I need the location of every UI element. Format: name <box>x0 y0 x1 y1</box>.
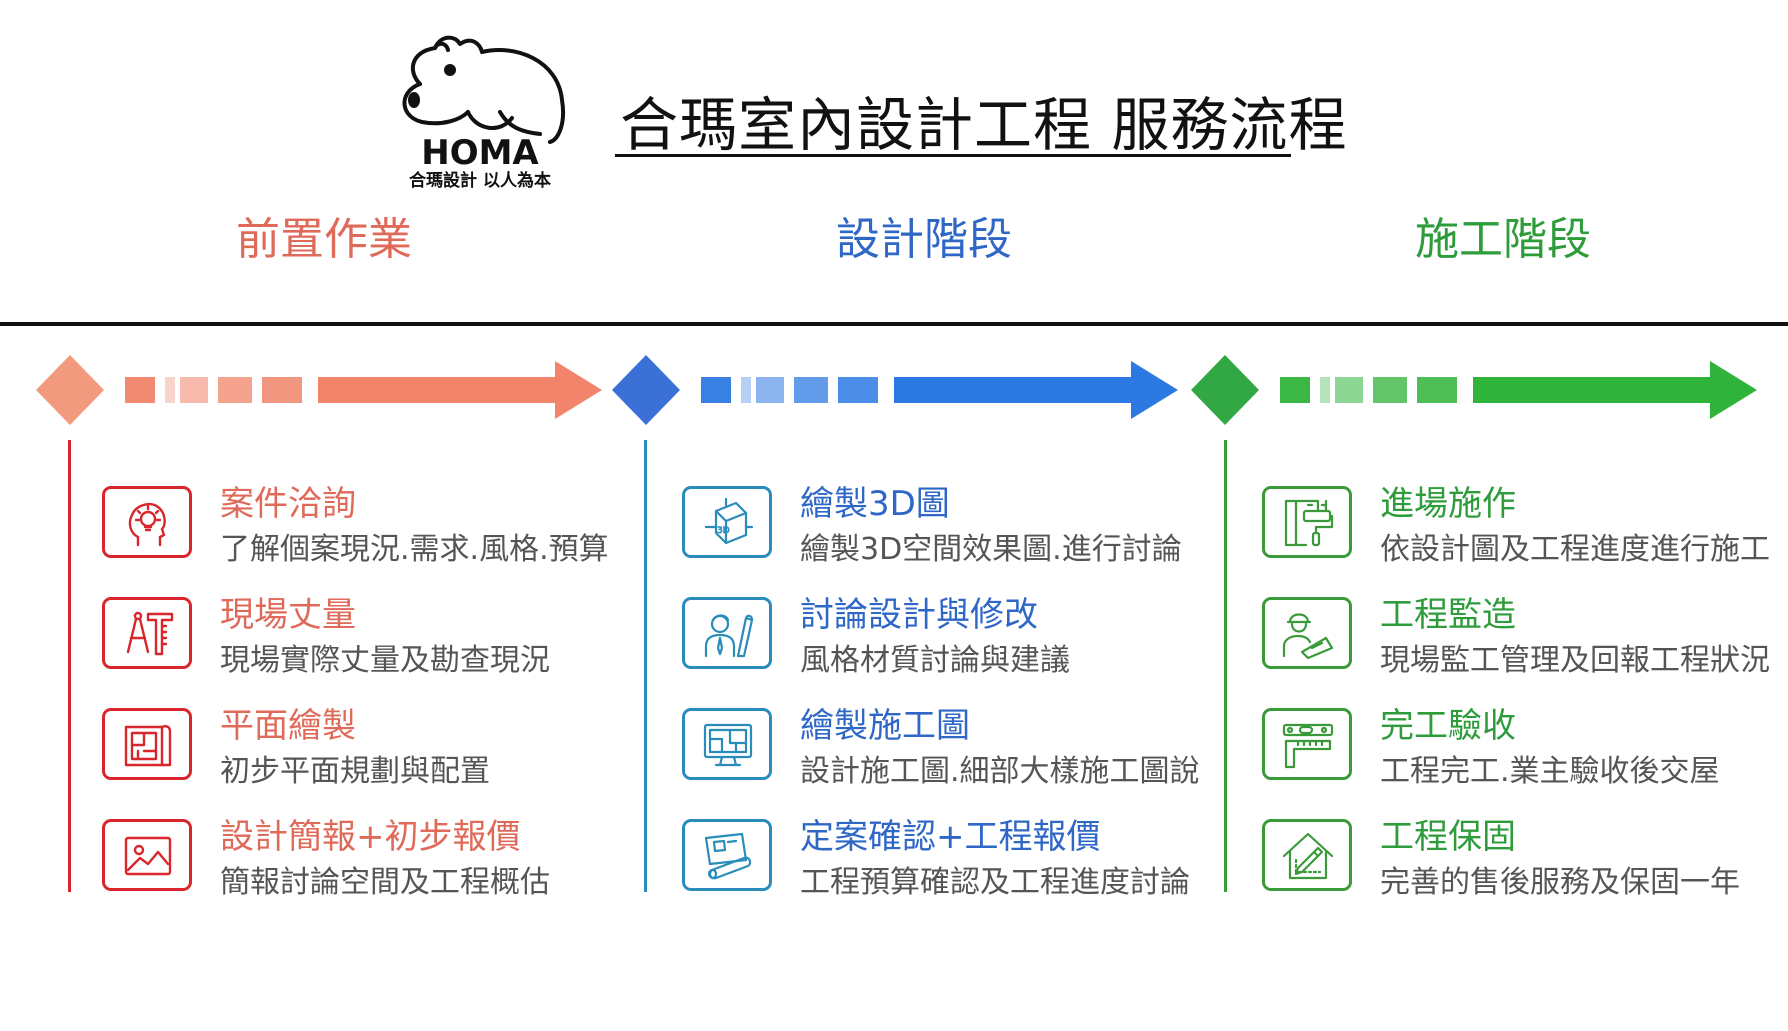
phase-diamond-icon <box>612 355 680 425</box>
step-construction-supervision: 工程監造 現場監工管理及回報工程狀況 <box>1262 595 1788 697</box>
step-icon-box <box>682 708 772 780</box>
phase-line-preparation <box>68 440 71 892</box>
step-design-discussion: 討論設計與修改 風格材質討論與建議 <box>682 595 1242 697</box>
house-pencil-icon <box>1282 832 1334 880</box>
process-timeline <box>36 355 1757 425</box>
step-on-site-construction: 進場施作 依設計圖及工程進度進行施工 <box>1262 484 1788 586</box>
phase-diamond-icon <box>1191 355 1259 425</box>
step-icon-box <box>102 819 192 891</box>
header-divider <box>0 322 1788 326</box>
step-description: 風格材質討論與建議 <box>800 643 1070 678</box>
step-title: 工程監造 <box>1380 595 1516 635</box>
step-title: 工程保固 <box>1380 817 1516 857</box>
step-completion-inspection: 完工驗收 工程完工.業主驗收後交屋 <box>1262 706 1788 808</box>
image-icon <box>124 836 172 876</box>
step-icon-box <box>682 819 772 891</box>
timeline-segment-preparation <box>36 355 602 425</box>
step-description: 依設計圖及工程進度進行施工 <box>1380 532 1770 567</box>
step-title: 討論設計與修改 <box>800 595 1038 635</box>
timeline-segment-construction <box>1191 355 1757 425</box>
step-icon-box <box>682 597 772 669</box>
step-description: 現場實際丈量及勘查現況 <box>220 643 550 678</box>
phase-title-design: 設計階段 <box>836 214 1012 265</box>
step-title: 繪製施工圖 <box>800 706 970 746</box>
page-title: 合瑪室內設計工程 服務流程 <box>620 91 1348 159</box>
step-icon-box <box>102 597 192 669</box>
step-icon-box <box>1262 708 1352 780</box>
phase-diamond-icon <box>36 355 104 425</box>
step-title: 進場施作 <box>1380 484 1516 524</box>
arrow-head-icon <box>1710 361 1757 419</box>
step-icon-box <box>1262 597 1352 669</box>
step-design-presentation: 設計簡報+初步報價 簡報討論空間及工程概估 <box>102 817 662 919</box>
timeline-segment-design <box>612 355 1178 425</box>
phase-title-preparation: 前置作業 <box>236 214 412 265</box>
step-description: 初步平面規劃與配置 <box>220 754 490 789</box>
step-description: 簡報討論空間及工程概估 <box>220 865 550 900</box>
svg-text:HOMA: HOMA <box>421 133 539 172</box>
step-title: 案件洽詢 <box>220 484 356 524</box>
worker-supervisor-icon <box>1282 613 1334 660</box>
step-site-measurement: 現場丈量 現場實際丈量及勘查現況 <box>102 595 662 697</box>
step-final-confirmation: 定案確認+工程報價 工程預算確認及工程進度討論 <box>682 817 1242 919</box>
paint-roller-icon <box>1284 499 1334 547</box>
step-icon-box <box>102 486 192 558</box>
monitor-drawing-icon <box>703 723 753 767</box>
title-underline <box>615 154 1291 157</box>
3d-cube-icon: 3D <box>704 497 754 545</box>
step-description: 設計施工圖.細部大樣施工圖說 <box>800 754 1200 789</box>
arrow-head-icon <box>555 361 602 419</box>
step-construction-drawing: 繪製施工圖 設計施工圖.細部大樣施工圖說 <box>682 706 1242 808</box>
svg-text:3D: 3D <box>717 526 730 536</box>
designer-blueprint-icon <box>704 614 754 658</box>
logo-caption: 合瑪設計 以人為本 <box>409 171 551 191</box>
step-description: 繪製3D空間效果圖.進行討論 <box>800 532 1182 567</box>
phase-line-construction <box>1224 440 1227 892</box>
step-title: 平面繪製 <box>220 706 356 746</box>
step-description: 工程預算確認及工程進度討論 <box>800 865 1190 900</box>
hippo-logo-icon: HOMA <box>402 35 565 173</box>
phase-title-construction: 施工階段 <box>1415 214 1591 265</box>
step-description: 現場監工管理及回報工程狀況 <box>1380 643 1770 678</box>
step-title: 定案確認+工程報價 <box>800 817 1101 857</box>
floor-plan-icon <box>124 725 172 767</box>
step-title: 現場丈量 <box>220 595 356 635</box>
homa-logo: HOMA <box>380 22 580 192</box>
phase-line-design <box>644 440 647 892</box>
blueprint-roll-icon <box>704 832 752 880</box>
step-description: 工程完工.業主驗收後交屋 <box>1380 754 1720 789</box>
step-description: 完善的售後服務及保固一年 <box>1380 865 1740 900</box>
step-3d-rendering: 3D 繪製3D圖 繪製3D空間效果圖.進行討論 <box>682 484 1242 586</box>
step-title: 完工驗收 <box>1380 706 1516 746</box>
step-case-inquiry: 案件洽詢 了解個案現況.需求.風格.預算 <box>102 484 662 586</box>
step-description: 了解個案現況.需求.風格.預算 <box>220 532 609 567</box>
head-lightbulb-icon <box>128 503 166 547</box>
step-title: 繪製3D圖 <box>800 484 950 524</box>
step-icon-box <box>102 708 192 780</box>
step-title: 設計簡報+初步報價 <box>220 817 521 857</box>
step-floor-plan-drawing: 平面繪製 初步平面規劃與配置 <box>102 706 662 808</box>
level-square-icon <box>1282 723 1334 769</box>
step-icon-box: 3D <box>682 486 772 558</box>
compass-ruler-icon <box>126 611 174 656</box>
step-icon-box <box>1262 486 1352 558</box>
arrow-head-icon <box>1131 361 1178 419</box>
step-warranty: 工程保固 完善的售後服務及保固一年 <box>1262 817 1788 919</box>
step-icon-box <box>1262 819 1352 891</box>
